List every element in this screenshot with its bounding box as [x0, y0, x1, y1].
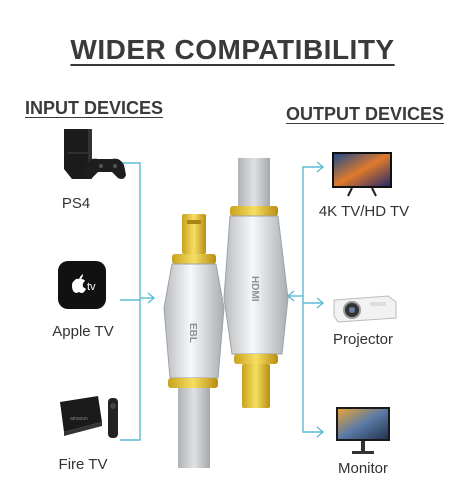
- device-label-ps4: PS4: [61, 195, 91, 212]
- device-label-fire-tv: Fire TV: [58, 456, 108, 473]
- page-title: WIDER COMPATIBILITY: [70, 34, 395, 65]
- svg-text:tv: tv: [87, 281, 96, 293]
- apple-tv-icon: tv: [58, 261, 106, 309]
- ps4-console-icon: [64, 129, 126, 179]
- fire-tv-icon: amazon: [60, 396, 118, 438]
- svg-text:amazon: amazon: [70, 416, 88, 422]
- svg-text:EBL: EBL: [187, 323, 198, 343]
- output-devices-heading: OUTPUT DEVICES: [286, 104, 445, 124]
- tv-icon: [332, 152, 392, 197]
- projector-icon: [333, 295, 397, 323]
- device-label-tv: 4K TV/HD TV: [318, 203, 410, 220]
- device-label-projector: Projector: [332, 331, 394, 348]
- hdmi-cable-image: EBL HDMI: [163, 158, 289, 468]
- svg-text:HDMI: HDMI: [249, 276, 260, 302]
- input-devices-heading: INPUT DEVICES: [25, 98, 164, 118]
- device-label-monitor: Monitor: [337, 460, 389, 477]
- monitor-icon: [336, 407, 390, 454]
- device-label-apple-tv: Apple TV: [52, 323, 114, 340]
